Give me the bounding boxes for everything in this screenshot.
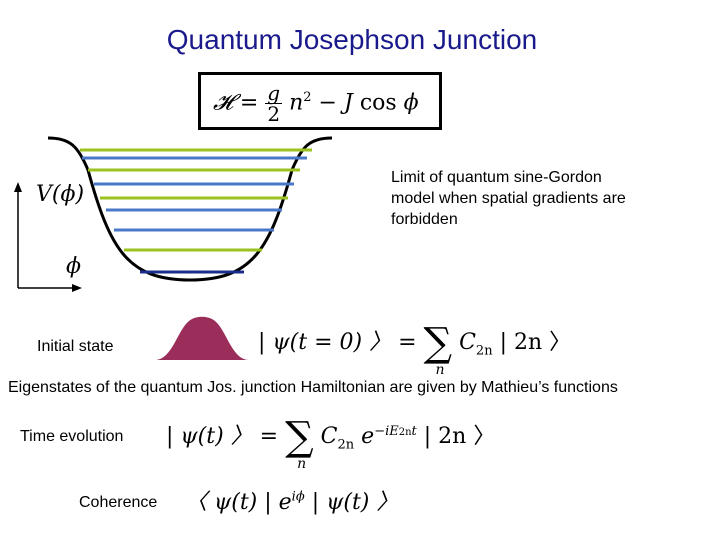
phi-symbol: ϕ xyxy=(403,90,419,116)
n-exponent: 2 xyxy=(303,90,312,106)
potential-axis-label: V(ϕ) xyxy=(36,182,85,207)
coherence-exponent: iϕ xyxy=(291,489,305,505)
coherence-expression-end: | ψ(t) 〉 xyxy=(311,490,399,515)
n-term: n xyxy=(289,90,304,116)
hamiltonian-fraction: g 2 xyxy=(265,81,283,126)
phase-axis-label: ϕ xyxy=(66,254,81,279)
slide-title: Quantum Josephson Junction xyxy=(166,24,538,55)
exponential-base: e xyxy=(361,424,375,449)
sum-symbol: ∑n xyxy=(423,320,453,378)
sum-index: n xyxy=(435,362,445,378)
potential-curve xyxy=(47,136,333,282)
eigenstates-text: Eigenstates of the quantum Jos. junction… xyxy=(8,379,618,396)
sum-symbol: ∑n xyxy=(285,414,314,472)
sine-gordon-note: Limit of quantum sine-Gordon model when … xyxy=(391,169,626,228)
horizontal-axis-arrow xyxy=(72,284,82,292)
time-evolution-label: Time evolution xyxy=(20,428,124,445)
initial-state-lhs: | ψ(t = 0) 〉 = xyxy=(258,330,417,355)
ket-2n: | 2n 〉 xyxy=(499,330,572,355)
coherence-equation: 〈 ψ(t) | eiϕ | ψ(t) 〉 xyxy=(185,484,398,516)
sum-index: n xyxy=(297,456,307,472)
coherence-label: Coherence xyxy=(79,494,158,511)
initial-state-equation: | ψ(t = 0) 〉 = ∑n C2n | 2n 〉 xyxy=(258,320,572,378)
coherence-expression: 〈 ψ(t) | e xyxy=(185,490,292,515)
coefficient-subscript: 2n xyxy=(475,343,493,359)
exponent: −iE2nt xyxy=(374,423,417,439)
potential-well-diagram xyxy=(47,136,333,282)
initial-state-label: Initial state xyxy=(37,338,114,355)
coefficient: C xyxy=(320,424,338,449)
hamiltonian-equation: 𝓗 = g 2 n2 − J cos ϕ xyxy=(213,83,419,124)
axes-diagram xyxy=(14,182,82,292)
vertical-axis-arrow xyxy=(14,182,22,192)
coefficient-subscript: 2n xyxy=(337,437,355,453)
initial-wavepacket xyxy=(156,316,248,360)
coupling-j: J xyxy=(343,90,353,116)
wavepacket-diagram xyxy=(156,316,248,360)
fraction-denominator: 2 xyxy=(267,102,281,126)
time-evolution-lhs: | ψ(t) 〉 = xyxy=(166,424,279,449)
ket-2n: | 2n 〉 xyxy=(423,424,496,449)
minus-sign: − xyxy=(318,90,337,116)
hamiltonian-lhs: 𝓗 = xyxy=(213,90,259,116)
hamiltonian-box: 𝓗 = g 2 n2 − J cos ϕ xyxy=(198,72,442,130)
fraction-numerator: g xyxy=(265,81,283,105)
coefficient: C xyxy=(459,330,476,355)
cos-function: cos xyxy=(359,90,397,116)
time-evolution-equation: | ψ(t) 〉 = ∑n C2n e−iE2nt | 2n 〉 xyxy=(166,414,496,472)
